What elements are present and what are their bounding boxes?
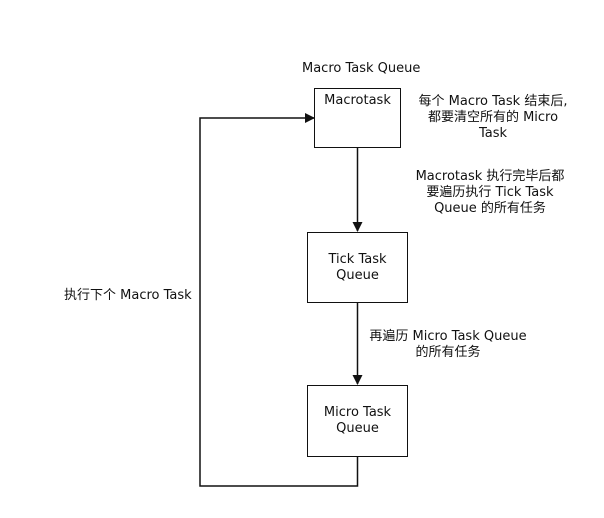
macrotask-node: Macrotask xyxy=(314,88,401,148)
micro-task-queue-node: Micro Task Queue xyxy=(307,385,408,457)
note-tick-line2: 要遍历执行 Tick Task xyxy=(426,185,554,200)
tick-node-label-line2: Queue xyxy=(336,267,379,283)
tick-node-label-line1: Tick Task xyxy=(328,251,387,267)
note-tick-line3: Queue 的所有任务 xyxy=(434,201,546,216)
loop-back-arrow xyxy=(199,113,359,487)
tick-task-queue-node: Tick Task Queue xyxy=(307,232,408,303)
note-tick-task: Macrotask 执行完毕后都 要遍历执行 Tick Task Queue 的… xyxy=(410,169,570,217)
note-macro-line1: 每个 Macro Task 结束后, xyxy=(418,94,568,109)
note-macro-line3: Task xyxy=(478,126,508,141)
micro-node-label-line2: Queue xyxy=(336,421,379,436)
note-tick-line1: Macrotask 执行完毕后都 xyxy=(415,169,565,184)
loop-label: 执行下个 Macro Task xyxy=(64,288,192,303)
note-micro-task: 再遍历 Micro Task Queue 的所有任务 xyxy=(366,329,530,361)
note-micro-line2: 的所有任务 xyxy=(415,345,481,360)
micro-node-label-line1: Micro Task xyxy=(323,405,392,420)
note-micro-line1: 再遍历 Micro Task Queue xyxy=(369,329,527,344)
note-macro-task: 每个 Macro Task 结束后, 都要清空所有的 Micro Task xyxy=(414,94,572,142)
macrotask-node-label: Macrotask xyxy=(324,93,391,108)
queue-title: Macro Task Queue xyxy=(302,61,421,76)
note-macro-line2: 都要清空所有的 Micro xyxy=(427,110,559,125)
